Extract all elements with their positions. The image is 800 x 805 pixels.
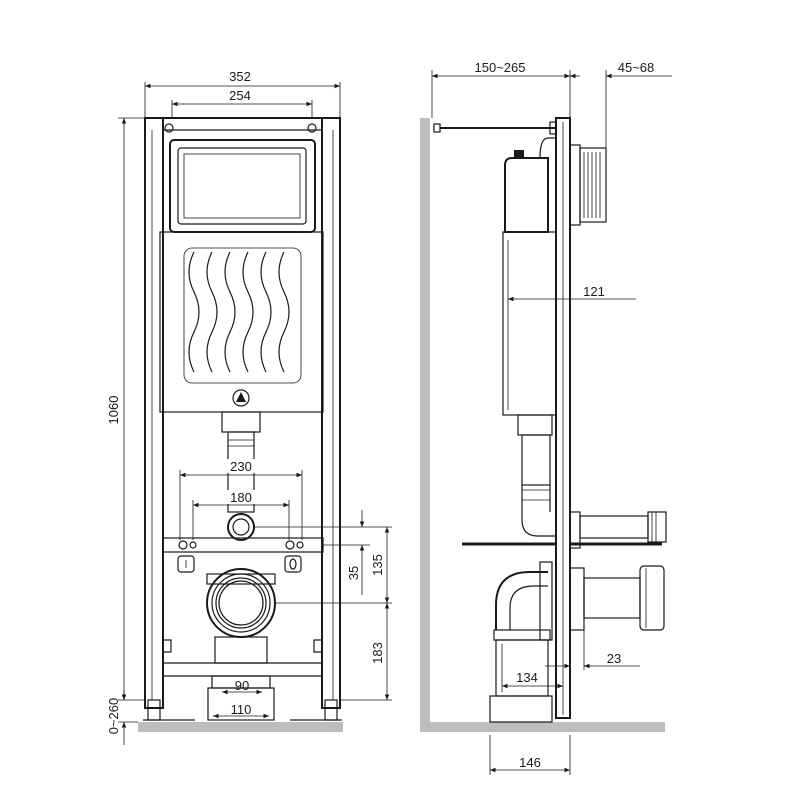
right-hook	[313, 639, 322, 653]
front-view: 352 254 1060 0~260 230	[106, 69, 392, 745]
dim-frame-inner-width: 254	[229, 88, 251, 103]
flush-plate-opening	[169, 139, 316, 233]
dim-drain-height: 183	[370, 642, 385, 664]
dim-connector-offset: 23	[607, 651, 621, 666]
dim-foot-adjust: 0~260	[106, 698, 121, 735]
dim-drain-offset: 134	[516, 670, 538, 685]
front-frame	[143, 117, 342, 721]
cistern-side	[502, 137, 557, 416]
dim-depth-range: 150~265	[475, 60, 526, 75]
left-hook	[163, 639, 172, 653]
dim-bottom-opening: 90	[235, 678, 249, 693]
dim-bottom-width: 110	[231, 702, 252, 717]
dim-base-width: 146	[519, 755, 541, 770]
side-bracket-bar	[462, 511, 667, 549]
dim-outlet-spacing-wide: 230	[230, 459, 252, 474]
drain-connector	[569, 565, 665, 631]
drain-elbow	[489, 561, 553, 723]
dim-overall-width: 352	[229, 69, 251, 84]
dim-135: 135	[370, 554, 385, 576]
warning-triangle-icon	[232, 389, 250, 407]
flush-pipe	[221, 411, 261, 541]
wall-bracket	[433, 121, 557, 135]
dim-35: 35	[346, 566, 361, 580]
dim-flush-plate-depth: 45~68	[618, 60, 655, 75]
front-base	[207, 675, 275, 721]
drain-outlet	[206, 568, 276, 664]
front-floor	[138, 722, 343, 732]
dim-outlet-spacing-narrow: 180	[230, 490, 252, 505]
side-floor	[420, 722, 665, 732]
front-dimensions: 352 254 1060 0~260 230	[106, 69, 392, 745]
side-wall	[420, 118, 430, 730]
side-view: 150~265 45~68 121 134 23 146	[420, 60, 672, 775]
side-frame-post	[555, 117, 571, 719]
dim-cistern-offset: 121	[583, 284, 605, 299]
side-dimensions: 150~265 45~68 121 134 23 146	[431, 60, 672, 775]
cistern-body	[159, 231, 324, 413]
flush-plate-mount	[569, 144, 607, 226]
dim-total-height: 1060	[106, 396, 121, 425]
flush-pipe-side	[517, 414, 556, 537]
mounting-bracket	[162, 537, 324, 573]
